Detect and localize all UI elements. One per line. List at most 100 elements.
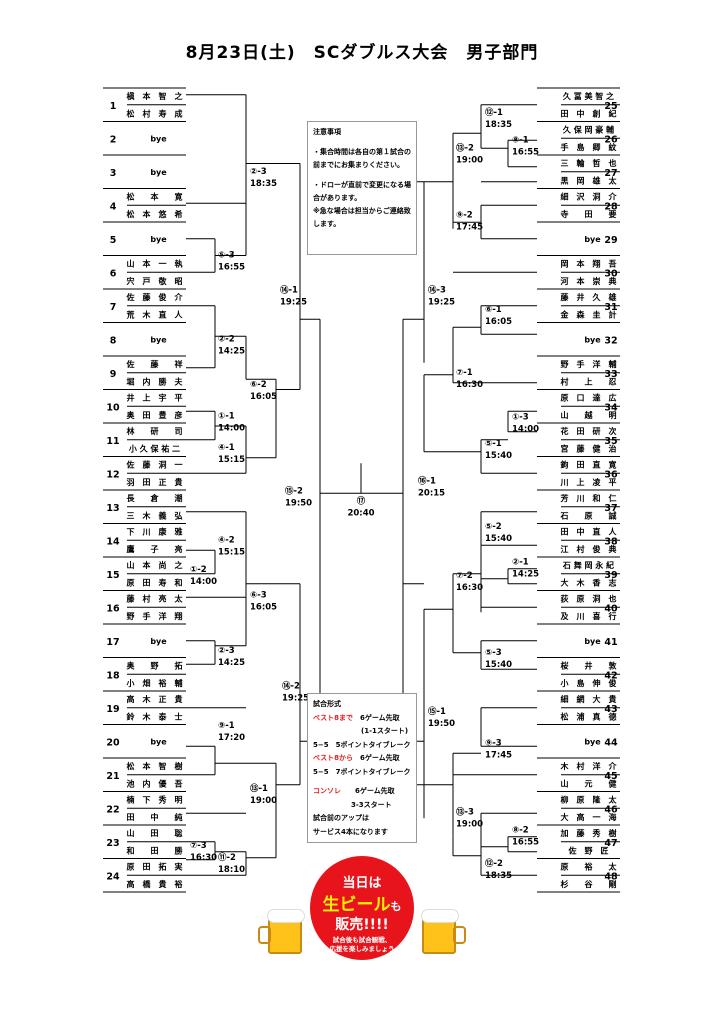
match-time: 18:35	[485, 120, 512, 130]
seed-number: 41	[604, 637, 617, 648]
promo-line-2b: も	[390, 900, 402, 913]
match-label: ⑧-2	[512, 825, 529, 835]
player-name: 大 木 香 志	[561, 578, 617, 588]
match-time: 16:55	[218, 263, 245, 273]
bye-label: bye	[584, 737, 601, 746]
seed-number: 21	[106, 771, 119, 782]
player-name: 鈴 木 泰 士	[127, 712, 183, 722]
notes-box: 注意事項 ・集合時間は各自の第１試合の前までにお集まりください。 ・ドローが直前…	[307, 121, 417, 255]
match-time: 17:20	[218, 733, 245, 743]
match-label: ⑬-2	[456, 142, 474, 153]
match-label: ⑦-2	[456, 571, 473, 581]
player-name: 宮 藤 健 治	[561, 444, 617, 454]
match-label: ⑨-3	[485, 738, 502, 748]
notes-line-1: ・集合時間は各自の第１試合の前までにお集まりください。	[313, 148, 411, 169]
seed-number: 17	[106, 637, 119, 648]
match-label: ④-2	[218, 535, 235, 545]
match-time: 14:25	[512, 569, 539, 579]
match-time: 16:30	[456, 380, 483, 390]
seed-number: 44	[604, 737, 618, 748]
match-label: ⑧-1	[512, 135, 529, 145]
seed-number: 8	[110, 335, 117, 346]
player-name: 細 網 大 貴	[561, 694, 617, 704]
match-time: 17:45	[456, 222, 483, 232]
player-name: 手 島 卿 紋	[561, 142, 617, 152]
match-label: ②-2	[218, 334, 235, 344]
seed-number: 29	[604, 235, 617, 246]
match-label: ⑬-3	[456, 806, 474, 817]
seed-number: 39	[604, 570, 617, 581]
player-name: 山 越 明	[561, 410, 617, 420]
match-label: ⑭-3	[428, 284, 446, 295]
match-time: 16:30	[456, 583, 483, 593]
player-name: 黒 岡 雄 太	[561, 176, 618, 186]
promo-badge: 当日は 生ビールも 販売!!!! 試合後も試合観戦、応援を楽しみましょう	[310, 856, 414, 960]
player-name: 花 田 研 次	[561, 426, 617, 436]
match-time: 16:30	[190, 853, 217, 863]
seed-number: 7	[110, 302, 117, 313]
seed-number: 3	[110, 168, 117, 179]
match-time: 19:00	[456, 155, 483, 165]
seed-number: 20	[106, 737, 120, 748]
rules-consolation-value: 6ゲーム先取	[355, 787, 395, 795]
rules-heading: 試合形式	[313, 700, 341, 708]
seed-number: 24	[106, 871, 120, 882]
seed-number: 5	[110, 235, 117, 246]
seed-number: 27	[604, 168, 617, 179]
promo-line-3: 販売!!!!	[335, 917, 389, 933]
player-name: 佐 藤 祥	[126, 359, 183, 369]
seed-number: 6	[110, 268, 117, 279]
player-name: 藤 井 久 雄	[560, 292, 617, 302]
player-name: 松 村 寿 成	[127, 109, 183, 119]
player-name: 村 上 忍	[561, 377, 617, 387]
player-name: 石 舞 岡 永 紀	[562, 560, 614, 570]
bye-label: bye	[150, 235, 167, 244]
seed-number: 28	[604, 201, 618, 212]
player-name: 原 裕 太	[561, 862, 618, 872]
match-label: ⑫-2	[485, 858, 503, 869]
bye-label: bye	[584, 235, 601, 244]
match-time: 19:25	[282, 693, 309, 703]
match-label: ⑤-3	[218, 251, 235, 261]
match-label: ②-1	[512, 557, 529, 567]
seed-number: 12	[106, 469, 119, 480]
match-label: ⑤-1	[485, 439, 502, 449]
player-name: 寺 田 要	[561, 209, 617, 219]
notes-line-2: ・ドローが直前で変更になる場合があります。	[313, 181, 411, 202]
rules-consolation-sub: 3-3スタート	[351, 800, 392, 809]
notes-line-3: ※急な場合は担当からご連絡致します。	[313, 207, 411, 228]
match-time: 19:00	[250, 796, 277, 806]
player-name: 佐 野 匠	[568, 846, 609, 856]
bye-label: bye	[150, 335, 167, 344]
match-time: 16:05	[250, 392, 277, 402]
match-label: ⑤-3	[485, 648, 502, 658]
rules-best8-value: 6ゲーム先取	[360, 713, 400, 722]
player-name: 川 上 凌 平	[560, 477, 617, 487]
page-title: 8月23日(土) SCダブルス大会 男子部門	[185, 43, 539, 63]
match-label: ⑯-1	[418, 475, 436, 486]
player-name: 佐 藤 俊 介	[126, 292, 184, 302]
match-label: ⑨-1	[218, 721, 235, 731]
player-name: 池 内 優 吾	[127, 779, 183, 789]
match-label: ⑦-1	[456, 368, 473, 378]
seed-number: 15	[106, 570, 119, 581]
match-time: 19:25	[428, 297, 455, 307]
player-name: 木 村 洋 介	[560, 761, 618, 771]
match-time: 19:50	[428, 719, 455, 729]
player-name: 細 沢 洞 介	[561, 192, 618, 202]
player-name: 杉 谷 剛	[561, 879, 617, 889]
seed-number: 4	[110, 201, 117, 212]
match-time: 14:00	[190, 577, 217, 587]
match-label: ⑮-2	[285, 485, 303, 496]
match-label: ⑨-2	[456, 210, 473, 220]
rules-box: 試合形式 ベスト8まで 6ゲーム先取 (1-1スタート) 5−5 5ポイントタイ…	[307, 693, 417, 843]
rules-best8-sub: (1-1スタート)	[361, 727, 409, 735]
player-name: 松 本 寛	[127, 192, 183, 202]
match-time: 18:35	[485, 871, 512, 881]
match-label: ⑫-1	[485, 107, 503, 118]
player-name: 荒 木 直 人	[126, 310, 184, 320]
match-time: 20:40	[347, 508, 374, 518]
seed-number: 2	[110, 134, 117, 145]
seed-number: 19	[106, 704, 119, 715]
seed-number: 42	[604, 670, 617, 681]
